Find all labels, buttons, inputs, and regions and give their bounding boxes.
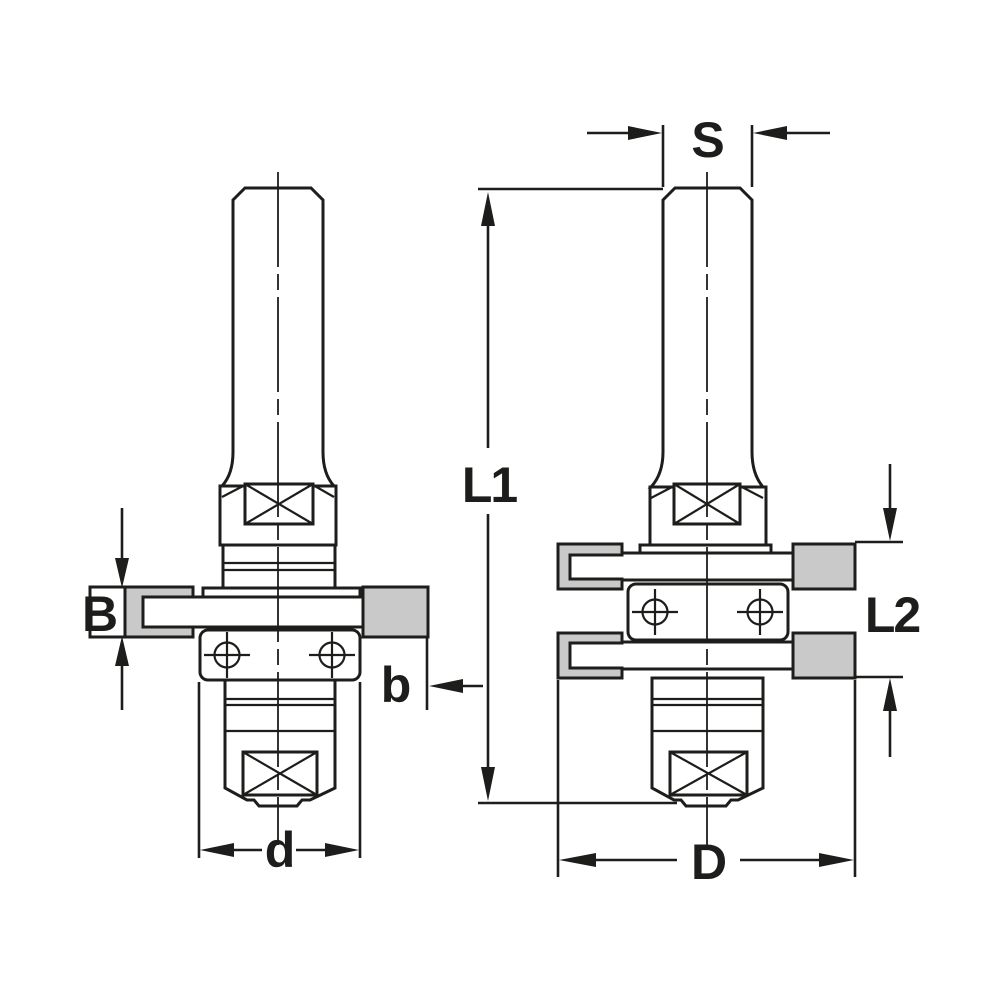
carbide-tip-upper-right bbox=[791, 542, 857, 591]
arrowhead-left bbox=[200, 843, 234, 857]
hub-flange bbox=[626, 582, 790, 642]
dim-label-B: B bbox=[82, 586, 116, 642]
dimension-B: B bbox=[82, 508, 129, 710]
arrowhead-right bbox=[628, 126, 662, 140]
dimension-L2: L2 bbox=[855, 464, 921, 757]
arrowhead-down bbox=[481, 767, 495, 801]
arbor-spacer bbox=[221, 543, 337, 590]
arrowhead-left bbox=[559, 853, 596, 867]
arrowhead-right bbox=[819, 853, 854, 867]
arrowhead-left bbox=[429, 679, 463, 693]
cutter-disc-upper bbox=[568, 551, 795, 582]
figure-single-slot-cutter bbox=[88, 172, 430, 845]
cutter-disc-lower bbox=[568, 640, 795, 671]
arrowhead-down bbox=[883, 508, 897, 541]
arrowhead-left bbox=[753, 126, 787, 140]
dim-label-S: S bbox=[691, 112, 723, 168]
screw-left bbox=[632, 589, 678, 635]
arrowhead-up bbox=[883, 678, 897, 711]
arrowhead-up bbox=[115, 636, 129, 666]
screw-right bbox=[309, 632, 355, 678]
dim-label-b: b bbox=[381, 657, 410, 713]
dim-label-L2: L2 bbox=[865, 587, 920, 643]
dimension-S: S bbox=[587, 112, 830, 187]
screw-left bbox=[204, 632, 250, 678]
carbide-tip-upper-left bbox=[556, 542, 624, 591]
cutter-disc bbox=[141, 595, 365, 629]
arrowhead-down bbox=[115, 558, 129, 588]
arrowhead-right bbox=[325, 843, 359, 857]
collar-chamfer-left bbox=[221, 484, 246, 498]
dim-label-L1: L1 bbox=[462, 457, 518, 513]
carbide-tip-right bbox=[361, 585, 430, 639]
arrowhead-up bbox=[481, 192, 495, 226]
dimension-D: D bbox=[556, 680, 857, 890]
hub-flange bbox=[198, 628, 362, 682]
dimension-b: b bbox=[381, 637, 483, 713]
figure-double-slot-cutter bbox=[556, 172, 857, 845]
dim-label-d: d bbox=[265, 822, 294, 878]
dimension-L1: L1 bbox=[462, 187, 677, 805]
dim-label-D: D bbox=[691, 834, 726, 890]
carbide-tip-lower-right bbox=[791, 631, 857, 680]
collar-chamfer-right bbox=[739, 485, 764, 499]
tip-face-left bbox=[88, 585, 127, 639]
collar-chamfer-right bbox=[312, 484, 335, 498]
collar-chamfer-left bbox=[650, 485, 675, 499]
screw-right bbox=[737, 589, 783, 635]
dimension-d: d bbox=[197, 682, 362, 878]
carbide-tip-lower-left bbox=[556, 631, 624, 680]
carbide-tip-left bbox=[123, 585, 195, 639]
